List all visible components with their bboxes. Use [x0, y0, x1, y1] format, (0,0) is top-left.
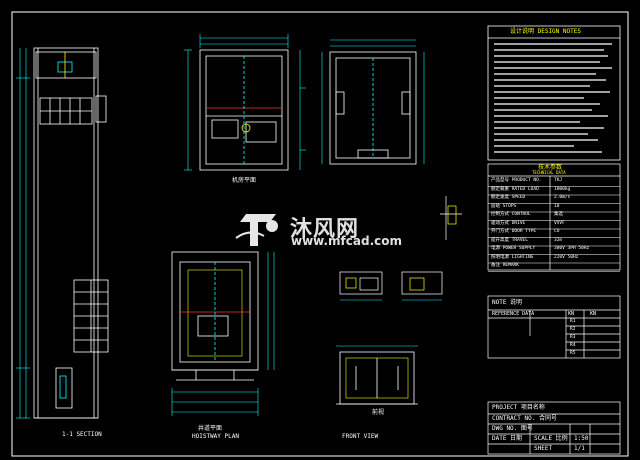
spec-row-value: 380V 3PH 50Hz — [554, 246, 590, 251]
title-drawing-no-label: DWG NO. 图号 — [492, 425, 533, 432]
note-block-row: R4 — [570, 343, 576, 348]
spec-row-key: 驱动方式 DRIVE — [491, 220, 526, 226]
spec-row-value: 1000kg — [554, 186, 571, 192]
hoist-top-plan — [321, 39, 425, 165]
notes-title: 设计说明 DESIGN NOTES — [510, 28, 581, 35]
note-block-row: R1 — [570, 319, 576, 324]
label-front-view: FRONT VIEW — [342, 433, 379, 440]
spec-row-key: 提升高度 TRAVEL — [491, 237, 528, 243]
spec-row-key: 备注 REMARK — [491, 263, 519, 268]
title-scale-label: SCALE 比例 — [534, 435, 568, 442]
title-block-frame — [487, 401, 621, 455]
watermark-logo — [235, 214, 278, 246]
note-block-col-2: KN — [590, 311, 597, 317]
spec-row-key: 开门方式 DOOR TYPE — [491, 229, 537, 234]
spec-row-key: 控制方式 CONTROL — [491, 212, 531, 217]
title-sheet-label: SHEET — [534, 445, 553, 452]
title-date-label: DATE 日期 — [492, 435, 523, 442]
note-block-row: R2 — [570, 327, 576, 332]
watermark-url: www.mfcad.com — [291, 234, 402, 248]
note-block-row: R5 — [570, 351, 576, 356]
spec-table-title: 技术参数 — [538, 164, 563, 171]
label-top-plan-cn: 机房平面 — [232, 177, 257, 184]
title-project-label: PROJECT 项目名称 — [492, 404, 545, 411]
spec-row-value: 10 — [554, 203, 560, 209]
note-block-row: R3 — [570, 335, 576, 340]
spec-row-lines — [488, 186, 620, 272]
note-block-col-1: KN — [568, 311, 575, 317]
watermark-brand: 沐风网 — [290, 217, 360, 242]
machine-room-plan — [184, 34, 306, 171]
drawing-border — [11, 11, 629, 457]
spec-table-subtitle: TECHNICAL DATA — [532, 170, 566, 175]
spec-row-value: 集选 — [554, 212, 563, 217]
hoistway-plan — [171, 251, 275, 416]
spec-row-key: 层站 STOPS — [491, 203, 517, 209]
spec-row-value: 220V 50Hz — [554, 254, 579, 260]
bracket-detail-left — [339, 271, 383, 301]
section-detail — [440, 196, 462, 240]
label-front-view-cn: 前视 — [372, 409, 385, 416]
label-shaft-plan-cn: 井道平面 — [198, 425, 223, 432]
note-block-frame — [487, 295, 621, 359]
notes-frame — [487, 25, 621, 161]
spec-row-key: 照明电源 LIGHTING — [491, 254, 534, 260]
note-block-header: REFERENCE DATA — [492, 311, 535, 317]
title-scale-value: 1:50 — [574, 435, 589, 442]
spec-row-value: CO — [554, 229, 560, 234]
spec-row-value: 2.0m/s — [554, 195, 571, 200]
elevation-section — [16, 47, 109, 419]
note-block-title: NOTE 说明 — [492, 299, 523, 306]
spec-row-value: TKJ — [554, 178, 563, 183]
front-view — [336, 345, 418, 405]
spec-row-key: 产品型号 PRODUCT NO. — [491, 178, 542, 183]
spec-row-key: 额定载重 RATED LOAD — [491, 186, 539, 192]
spec-row-key: 额定速度 SPEED — [491, 195, 526, 200]
notes-lines — [494, 43, 612, 153]
title-contract-label: CONTRACT NO. 合同号 — [492, 415, 557, 422]
label-shaft-plan: HOISTWAY PLAN — [192, 433, 239, 440]
spec-row-key: 电源 POWER SUPPLY — [491, 246, 536, 251]
label-section: 1-1 SECTION — [62, 431, 102, 438]
title-sheet-value: 1/1 — [574, 445, 585, 452]
spec-row-value: VVVF — [554, 220, 565, 226]
spec-row-value: 32m — [554, 237, 563, 243]
bracket-detail-right — [401, 271, 443, 301]
